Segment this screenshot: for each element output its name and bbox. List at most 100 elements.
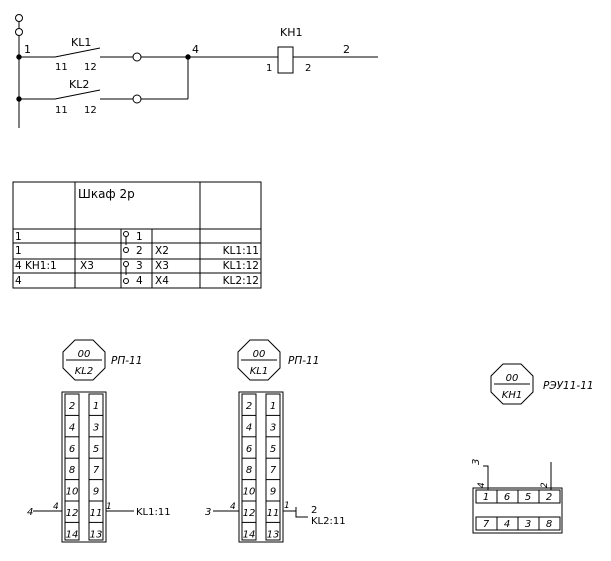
pin-right: 13 (90, 529, 103, 540)
pin-left: 6 (246, 444, 252, 455)
pin-right: 11 (90, 508, 103, 519)
row-3-num: 3 (136, 260, 143, 272)
coil-kh1-label: KH1 (280, 26, 302, 39)
kh1-top-pin: 6 (504, 492, 510, 503)
kh1-bottom-pin: 8 (546, 519, 552, 530)
top-terminal-1 (15, 14, 23, 22)
contact-kl2-label: KL2 (69, 78, 89, 91)
row-4-num: 4 (136, 275, 143, 287)
pin-left: 8 (69, 465, 75, 476)
row-4-dest: KL2:12 (223, 275, 259, 287)
row-4-left: 4 (15, 275, 22, 287)
ladder-schematic: 1 KL1 11 12 4 KH1 1 2 2 KL2 11 12 (15, 14, 378, 128)
contact-kl1-pin-b: 12 (84, 62, 97, 73)
relay-kl1-badge: 00 KL1 (237, 339, 281, 381)
row-3-mid: X3 (80, 260, 94, 272)
pin-left-column (64, 393, 80, 541)
pin-left: 8 (246, 465, 252, 476)
relay-kh1-wire-left (483, 465, 489, 490)
relay-type: РП-11 (111, 355, 142, 367)
relay-kl1-wire-right (283, 510, 308, 518)
contact-kl1-pin-a: 11 (55, 62, 68, 73)
coil-kh1 (277, 46, 294, 74)
pin-left: 12 (66, 508, 79, 519)
pin-right: 1 (270, 401, 276, 412)
wire-left-pin: 4 (230, 502, 236, 512)
wire-right-pin: 1 (106, 502, 112, 512)
badge-bottom: KH1 (502, 390, 522, 401)
terminal-table: Шкаф 2р 1 1 1 2 X2 KL1:11 4 KH1:1 X3 3 X… (12, 181, 262, 289)
terminal-circle (132, 94, 142, 104)
pinblock-frame (61, 391, 107, 543)
contact-kl2-pin-a: 11 (55, 105, 68, 116)
pin-left: 4 (246, 422, 252, 433)
pin-right: 7 (93, 465, 100, 476)
pin-left-column (241, 393, 257, 541)
row-3-left: 4 KH1:1 (15, 260, 57, 272)
wire-right-pin: 2 (540, 482, 550, 488)
wire-right-label: 2 (311, 505, 317, 516)
pin-right-column (88, 393, 104, 541)
wire-left-pin: 4 (477, 482, 487, 488)
wire-left-pin: 4 (53, 502, 59, 512)
node-label-1: 1 (24, 43, 31, 56)
pin-left: 12 (243, 508, 256, 519)
pin-right-column (265, 393, 281, 541)
relay-type: РЭУ11-11 (543, 380, 594, 392)
wire-right-pin: 1 (284, 501, 290, 511)
kh1-bottom-pin: 3 (525, 519, 531, 530)
pin-left: 2 (69, 401, 75, 412)
pinblock-frame (238, 391, 284, 543)
pin-left: 10 (243, 487, 256, 498)
relay-type: РП-11 (288, 355, 319, 367)
wire-right-dest: KL2:11 (311, 516, 346, 527)
kh1-top-pin: 2 (546, 492, 552, 503)
pin-right: 13 (267, 529, 280, 540)
relay-kh1: 00 KH1 РЭУ11-11 1 6 5 2 7 4 3 8 3 4 2 (471, 363, 594, 534)
row-1-left: 1 (15, 231, 22, 243)
wire-right-dest: KL1:11 (136, 507, 171, 518)
pin-right: 11 (267, 508, 280, 519)
table-border (12, 181, 262, 289)
badge-top: 00 (253, 349, 266, 360)
pin-left: 14 (66, 529, 79, 540)
pin-right: 1 (93, 401, 99, 412)
kh1-bottom-pin: 7 (483, 519, 490, 530)
badge-top: 00 (78, 349, 91, 360)
pin-left: 14 (243, 529, 256, 540)
contact-kl1-blade (54, 47, 101, 58)
pin-right: 7 (270, 465, 277, 476)
row-2-dest: KL1:11 (223, 245, 259, 257)
pin-right: 5 (270, 444, 276, 455)
row-1-num: 1 (136, 231, 143, 243)
wire-left-label: 3 (205, 507, 211, 518)
contact-kl1-label: KL1 (71, 36, 91, 49)
contact-kl2-pin-b: 12 (84, 105, 97, 116)
row-4-wire: X4 (155, 275, 169, 287)
badge-bottom: KL2 (75, 366, 94, 377)
wire-left-label: 3 (471, 459, 482, 465)
row-2-wire: X2 (155, 245, 169, 257)
relay-kh1-pinblock: 1 6 5 2 7 4 3 8 (472, 487, 563, 534)
pin-right: 5 (93, 444, 99, 455)
pin-right: 3 (93, 422, 99, 433)
row-3-wire: X3 (155, 260, 169, 272)
kh1-top-pin: 1 (483, 492, 489, 503)
pin-left: 10 (66, 487, 79, 498)
relay-kh1-badge: 00 KH1 (490, 363, 534, 405)
badge-top: 00 (506, 373, 519, 384)
row-2-num: 2 (136, 245, 143, 257)
pin-left: 6 (69, 444, 75, 455)
contact-kl2-blade (54, 89, 101, 100)
terminal-symbols (123, 231, 129, 284)
pin-left: 2 (246, 401, 252, 412)
pin-left: 4 (69, 422, 75, 433)
coil-pin-a: 1 (266, 63, 272, 74)
badge-bottom: KL1 (250, 366, 269, 377)
pin-right: 9 (270, 487, 276, 498)
row-3-dest: KL1:12 (223, 260, 259, 272)
